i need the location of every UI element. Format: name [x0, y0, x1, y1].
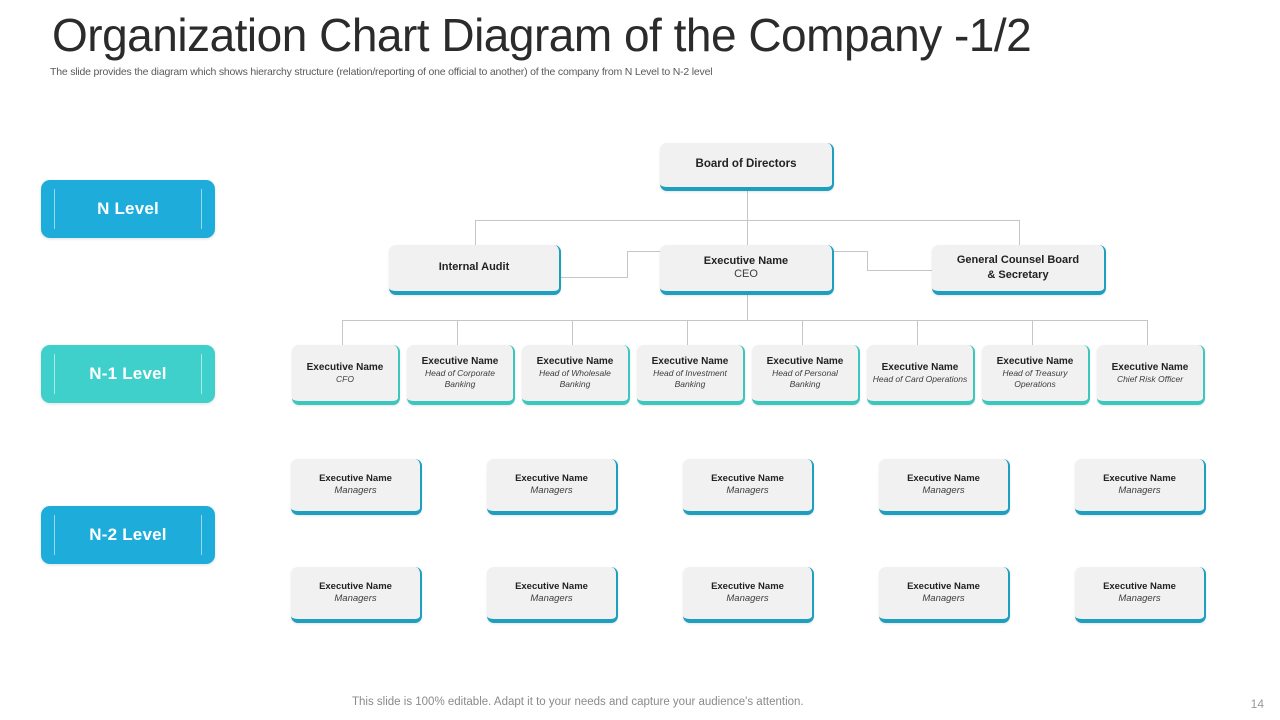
- org-node-name: Executive Name: [711, 473, 784, 485]
- connector-gc-down: [1019, 220, 1020, 245]
- org-node-name: Executive Name: [515, 473, 588, 485]
- org-node-name: Executive Name: [1103, 473, 1176, 485]
- org-node-n1-2[interactable]: Executive Name Head of Corporate Banking: [407, 345, 515, 405]
- org-node-n2a-3[interactable]: Executive Name Managers: [683, 459, 814, 515]
- org-node-name: Executive Name: [881, 361, 959, 373]
- connector-board-down: [747, 191, 748, 220]
- org-node-name: Internal Audit: [438, 261, 510, 274]
- connector-n1-drop-5: [802, 320, 803, 345]
- org-node-n2b-2[interactable]: Executive Name Managers: [487, 567, 618, 623]
- org-node-n1-6[interactable]: Executive Name Head of Card Operations: [867, 345, 975, 405]
- org-node-name: Executive Name: [515, 581, 588, 593]
- org-node-name: Executive Name: [306, 361, 384, 373]
- level-pill-n-label: N Level: [97, 199, 159, 218]
- org-node-n1-4[interactable]: Executive Name Head of Investment Bankin…: [637, 345, 745, 405]
- org-node-name: General Counsel Board: [956, 254, 1080, 267]
- connector-n1-drop-4: [687, 320, 688, 345]
- org-node-n1-1[interactable]: Executive Name CFO: [292, 345, 400, 405]
- connector-n1-drop-1: [342, 320, 343, 345]
- org-node-role: Managers: [922, 592, 965, 604]
- org-node-role: Chief Risk Officer: [1116, 373, 1184, 384]
- page-subtitle: The slide provides the diagram which sho…: [50, 66, 713, 78]
- org-node-name: Executive Name: [319, 581, 392, 593]
- connector-audit-down: [475, 220, 476, 245]
- org-node-n1-7[interactable]: Executive Name Head of Treasury Operatio…: [982, 345, 1090, 405]
- connector-n1-drop-3: [572, 320, 573, 345]
- connector-n1-bus: [342, 320, 1148, 321]
- org-node-n1-5[interactable]: Executive Name Head of Personal Banking: [752, 345, 860, 405]
- org-node-role: CFO: [336, 373, 354, 384]
- connector-n1-drop-6: [917, 320, 918, 345]
- org-node-role: Managers: [726, 484, 769, 496]
- org-node-name: Executive Name: [1103, 581, 1176, 593]
- org-node-role: Managers: [1118, 592, 1161, 604]
- org-node-role: Managers: [334, 484, 377, 496]
- org-node-role: Managers: [530, 592, 573, 604]
- org-node-name: Executive Name: [1111, 361, 1189, 373]
- level-pill-n2-label: N-2 Level: [89, 525, 167, 544]
- level-pill-n2[interactable]: N-2 Level: [41, 506, 215, 564]
- connector-ceo-left-arm: [627, 251, 661, 252]
- org-node-name: Executive Name: [421, 356, 499, 368]
- connector-gc-left-arm: [867, 270, 933, 271]
- org-node-n2a-1[interactable]: Executive Name Managers: [291, 459, 422, 515]
- org-node-n2a-4[interactable]: Executive Name Managers: [879, 459, 1010, 515]
- org-node-n1-3[interactable]: Executive Name Head of Wholesale Banking: [522, 345, 630, 405]
- org-node-name: Executive Name: [703, 254, 789, 267]
- connector-audit-right-arm: [561, 277, 628, 278]
- connector-n1-drop-8: [1147, 320, 1148, 345]
- org-node-role: Head of Personal Banking: [772, 368, 838, 389]
- org-node-n2a-2[interactable]: Executive Name Managers: [487, 459, 618, 515]
- org-node-role: Managers: [530, 484, 573, 496]
- connector-ceo-left-stub: [627, 251, 628, 277]
- org-node-role: Head of Treasury Operations: [1002, 368, 1068, 389]
- org-node-name: Executive Name: [907, 473, 980, 485]
- connector-ceo-right-arm: [834, 251, 868, 252]
- org-node-n1-8[interactable]: Executive Name Chief Risk Officer: [1097, 345, 1205, 405]
- org-node-name: Executive Name: [711, 581, 784, 593]
- org-node-n2b-1[interactable]: Executive Name Managers: [291, 567, 422, 623]
- connector-n1-drop-2: [457, 320, 458, 345]
- org-node-role: Managers: [726, 592, 769, 604]
- org-node-name: Executive Name: [319, 473, 392, 485]
- level-pill-n1-label: N-1 Level: [89, 364, 167, 383]
- connector-ceo-to-n1: [747, 295, 748, 320]
- footer-note: This slide is 100% editable. Adapt it to…: [352, 696, 804, 708]
- org-node-n2b-3[interactable]: Executive Name Managers: [683, 567, 814, 623]
- connector-ceo-right-stub: [867, 251, 868, 271]
- org-node-name: Executive Name: [907, 581, 980, 593]
- org-node-name: Executive Name: [651, 356, 729, 368]
- org-node-ceo[interactable]: Executive Name CEO: [660, 245, 834, 295]
- org-node-role: Managers: [922, 484, 965, 496]
- org-node-internal-audit[interactable]: Internal Audit: [389, 245, 561, 295]
- org-node-role: Managers: [334, 592, 377, 604]
- org-node-n2a-5[interactable]: Executive Name Managers: [1075, 459, 1206, 515]
- org-node-board-of-directors[interactable]: Board of Directors: [660, 143, 834, 191]
- org-node-role: Head of Card Operations: [872, 373, 968, 384]
- org-node-name: Executive Name: [536, 356, 614, 368]
- connector-n1-drop-7: [1032, 320, 1033, 345]
- org-node-name: Executive Name: [996, 356, 1074, 368]
- org-node-name: Executive Name: [766, 356, 844, 368]
- org-node-role: Head of Wholesale Banking: [539, 368, 611, 389]
- org-node-role: Managers: [1118, 484, 1161, 496]
- org-node-general-counsel[interactable]: General Counsel Board & Secretary: [932, 245, 1106, 295]
- page-number: 14: [1250, 697, 1264, 711]
- org-node-name-line2: & Secretary: [987, 269, 1049, 281]
- org-node-name: Board of Directors: [695, 158, 797, 171]
- level-pill-n1[interactable]: N-1 Level: [41, 345, 215, 403]
- org-node-role: CEO: [734, 267, 758, 280]
- org-node-role: Head of Corporate Banking: [425, 368, 495, 389]
- org-node-role: Head of Investment Banking: [653, 368, 727, 389]
- org-node-n2b-5[interactable]: Executive Name Managers: [1075, 567, 1206, 623]
- page-title: Organization Chart Diagram of the Compan…: [52, 9, 1032, 61]
- level-pill-n[interactable]: N Level: [41, 180, 215, 238]
- org-node-n2b-4[interactable]: Executive Name Managers: [879, 567, 1010, 623]
- connector-ceo-down: [747, 220, 748, 245]
